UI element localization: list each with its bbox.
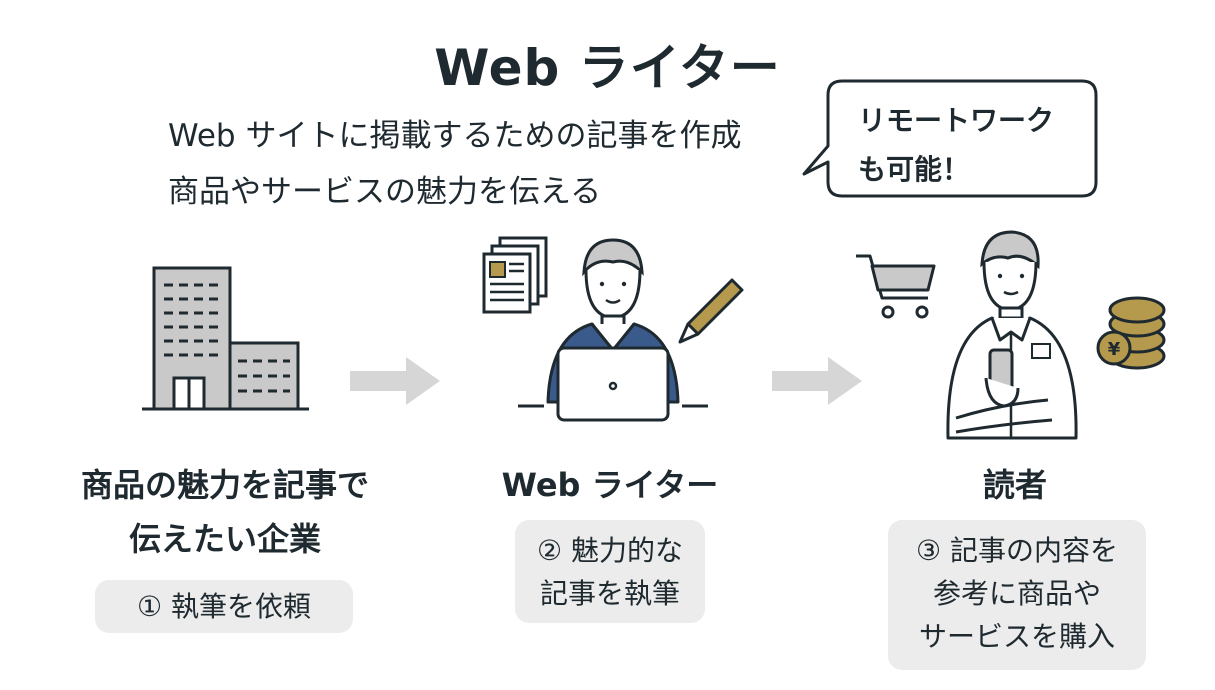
shopping-cart-icon [856, 256, 934, 317]
step-3-box-line-1: ③ 記事の内容を [888, 529, 1146, 572]
office-building-icon [138, 265, 313, 415]
flow-arrow-1 [350, 355, 442, 407]
step-1-label-line-2: 伝えたい企業 [40, 512, 410, 566]
step-1-label: 商品の魅力を記事で 伝えたい企業 [40, 458, 410, 566]
flow-arrow-2 [772, 355, 864, 407]
reader-smartphone-icon: ¥ [852, 228, 1172, 443]
step-3-box-line-2: 参考に商品や [888, 572, 1146, 615]
writer-laptop-icon [478, 232, 748, 432]
step-3-box: ③ 記事の内容を 参考に商品や サービスを購入 [888, 520, 1146, 670]
step-1-box: ① 執筆を依頼 [95, 580, 353, 633]
description-line-2: 商品やサービスの魅力を伝える [168, 164, 741, 220]
speech-bubble-text: リモートワーク も可能！ [858, 96, 1054, 194]
step-3-box-line-3: サービスを購入 [888, 615, 1146, 658]
step-3-label: 読者 [900, 458, 1130, 512]
bubble-line-2: も可能！ [858, 145, 1054, 194]
step-2-box: ② 魅力的な 記事を執筆 [515, 520, 705, 623]
description: Web サイトに掲載するための記事を作成 商品やサービスの魅力を伝える [168, 108, 741, 220]
bubble-line-1: リモートワーク [858, 96, 1054, 145]
step-2-label: Web ライター [460, 458, 760, 512]
description-line-1: Web サイトに掲載するための記事を作成 [168, 108, 741, 164]
step-2-box-line-2: 記事を執筆 [515, 572, 705, 615]
step-1-box-text: ① 執筆を依頼 [137, 590, 311, 623]
step-1-label-line-1: 商品の魅力を記事で [40, 458, 410, 512]
yen-coins-icon: ¥ [1098, 298, 1164, 368]
pencil-icon [680, 280, 742, 342]
documents-icon [484, 238, 546, 312]
step-2-box-line-1: ② 魅力的な [515, 529, 705, 572]
svg-text:¥: ¥ [1108, 339, 1121, 360]
